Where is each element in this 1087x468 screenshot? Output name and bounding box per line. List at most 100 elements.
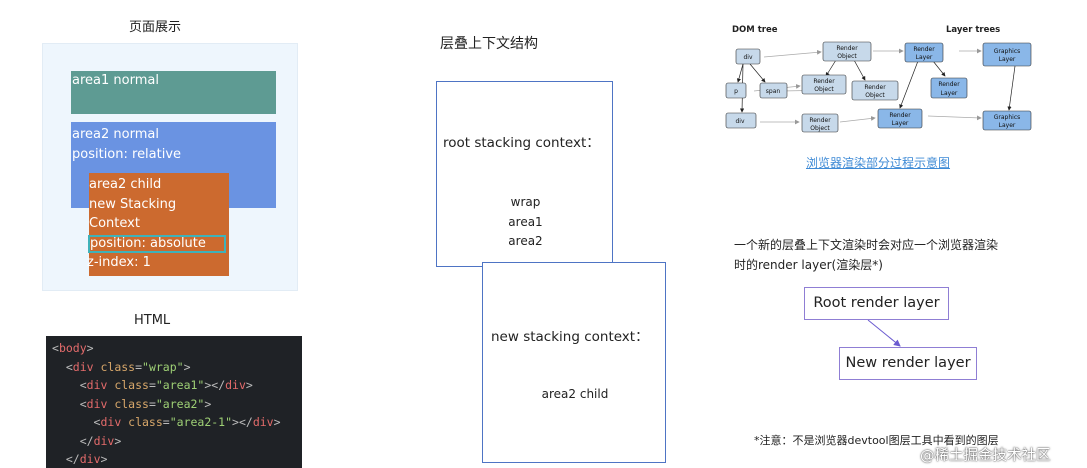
- code-token: </: [65, 452, 80, 466]
- code-token: div: [86, 378, 108, 392]
- render-object-node: [801, 74, 847, 95]
- code-token: "area1": [155, 378, 205, 392]
- code-token: >: [245, 378, 253, 392]
- dom-node-div: [725, 112, 757, 129]
- edge: [763, 49, 822, 58]
- graphics-layer-node: [982, 110, 1032, 131]
- render-layer-label: Layer: [892, 120, 909, 127]
- code-token: <: [52, 341, 59, 355]
- stacking-structure-title: 层叠上下文结构: [440, 36, 538, 52]
- render-object-label: Render: [809, 117, 831, 124]
- area2-child-line3: position: absolute: [88, 234, 226, 253]
- root-render-layer-box: Root render layer: [804, 287, 949, 320]
- code-token: [52, 415, 94, 429]
- code-token: =: [148, 378, 156, 392]
- area2-child-line2: new Stacking Context: [89, 196, 177, 232]
- html-title: HTML: [134, 313, 171, 328]
- code-token: [52, 360, 66, 374]
- graphics-layer-label: Layer: [999, 56, 1016, 63]
- new-stacking-context-box: new stacking context： area2 child: [482, 262, 666, 463]
- area2-line2: position: relative: [72, 147, 182, 162]
- code-token: class: [114, 378, 149, 392]
- graphics-layer-label: Graphics: [994, 114, 1021, 121]
- layer-trees-heading: Layer trees: [946, 25, 1000, 35]
- root-stacking-context-box: root stacking context： wrap area1 area2: [436, 81, 613, 267]
- render-layer-label: Render: [889, 112, 911, 119]
- code-token: div: [72, 359, 94, 374]
- code-token: <: [79, 378, 87, 392]
- root-item: wrap: [510, 195, 541, 209]
- page-preview-title: 页面展示: [129, 20, 182, 35]
- render-layer-label: Render: [938, 81, 960, 88]
- edge: [736, 63, 744, 83]
- code-token: <: [65, 359, 73, 374]
- code-token: ></: [204, 378, 226, 392]
- edge: [839, 116, 876, 123]
- dom-node-label: span: [766, 88, 781, 95]
- code-token: class: [100, 359, 136, 374]
- code-token: [52, 452, 66, 466]
- code-token: [52, 397, 80, 411]
- code-token: div: [252, 415, 274, 429]
- dom-node-span: [759, 82, 788, 99]
- edge: [899, 60, 919, 109]
- code-token: "area2-1": [169, 415, 233, 429]
- root-item: area1: [508, 215, 543, 229]
- area2-child-line4: z-index: 1: [87, 255, 151, 270]
- diagram-caption: 浏览器渲染部分过程示意图: [806, 156, 951, 170]
- render-object-label: Render: [813, 78, 835, 85]
- code-line: <body>: [52, 339, 302, 358]
- code-token: >: [183, 359, 191, 374]
- code-token: =: [162, 415, 170, 429]
- dom-node-label: div: [743, 54, 752, 61]
- render-object-node: [851, 80, 899, 101]
- code-token: "area2": [155, 396, 205, 411]
- area2-child-line1: area2 child: [89, 177, 162, 192]
- graphics-layer-node: [982, 42, 1032, 67]
- code-token: >: [100, 452, 108, 466]
- area2-line1: area2 normal: [72, 127, 159, 142]
- edge: [927, 115, 982, 121]
- render-layer-node: [877, 108, 923, 129]
- code-token: =: [135, 359, 143, 374]
- edge: [932, 60, 946, 77]
- area1-box: area1 normal: [71, 71, 276, 114]
- edge: [853, 59, 866, 81]
- note-line: 时的render layer(渲染层*): [734, 258, 883, 272]
- render-object-label: Object: [837, 53, 857, 60]
- code-token: >: [86, 341, 94, 355]
- layer-arrow: [867, 319, 901, 347]
- note-line: 一个新的层叠上下文渲染时会对应一个浏览器渲染: [734, 238, 999, 252]
- edge: [825, 59, 837, 77]
- render-layer-note: 一个新的层叠上下文渲染时会对应一个浏览器渲染 时的render layer(渲染…: [734, 235, 1054, 275]
- code-token: >: [114, 433, 122, 448]
- code-token: div: [79, 452, 101, 466]
- new-stacking-item: area2 child: [541, 387, 609, 401]
- area2-child-box: area2 child new Stacking Context positio…: [87, 173, 229, 276]
- edge: [749, 63, 766, 83]
- render-layer-label: Layer: [941, 90, 958, 97]
- code-token: "wrap": [142, 359, 184, 374]
- code-token: class: [114, 396, 149, 411]
- graphics-layer-label: Layer: [999, 122, 1016, 129]
- render-object-label: Object: [814, 86, 834, 93]
- render-object-label: Render: [836, 45, 858, 52]
- code-token: =: [148, 396, 156, 411]
- new-render-layer-box: New render layer: [839, 347, 977, 380]
- render-layer-node: [904, 42, 944, 63]
- edge: [1007, 65, 1016, 111]
- code-token: div: [93, 433, 115, 448]
- graphics-layer-label: Graphics: [994, 48, 1021, 55]
- dom-node-label: p: [734, 88, 738, 95]
- dom-node-div: [735, 48, 761, 65]
- dom-node-label: div: [735, 118, 744, 125]
- render-object-label: Render: [864, 84, 886, 91]
- code-token: [52, 434, 80, 448]
- dom-tree-heading: DOM tree: [732, 25, 778, 35]
- new-stacking-label: new stacking context：: [491, 329, 649, 345]
- render-layer-label: Layer: [916, 54, 933, 61]
- dom-node-p: [725, 82, 747, 99]
- code-token: >: [273, 415, 281, 429]
- code-token: div: [86, 396, 108, 411]
